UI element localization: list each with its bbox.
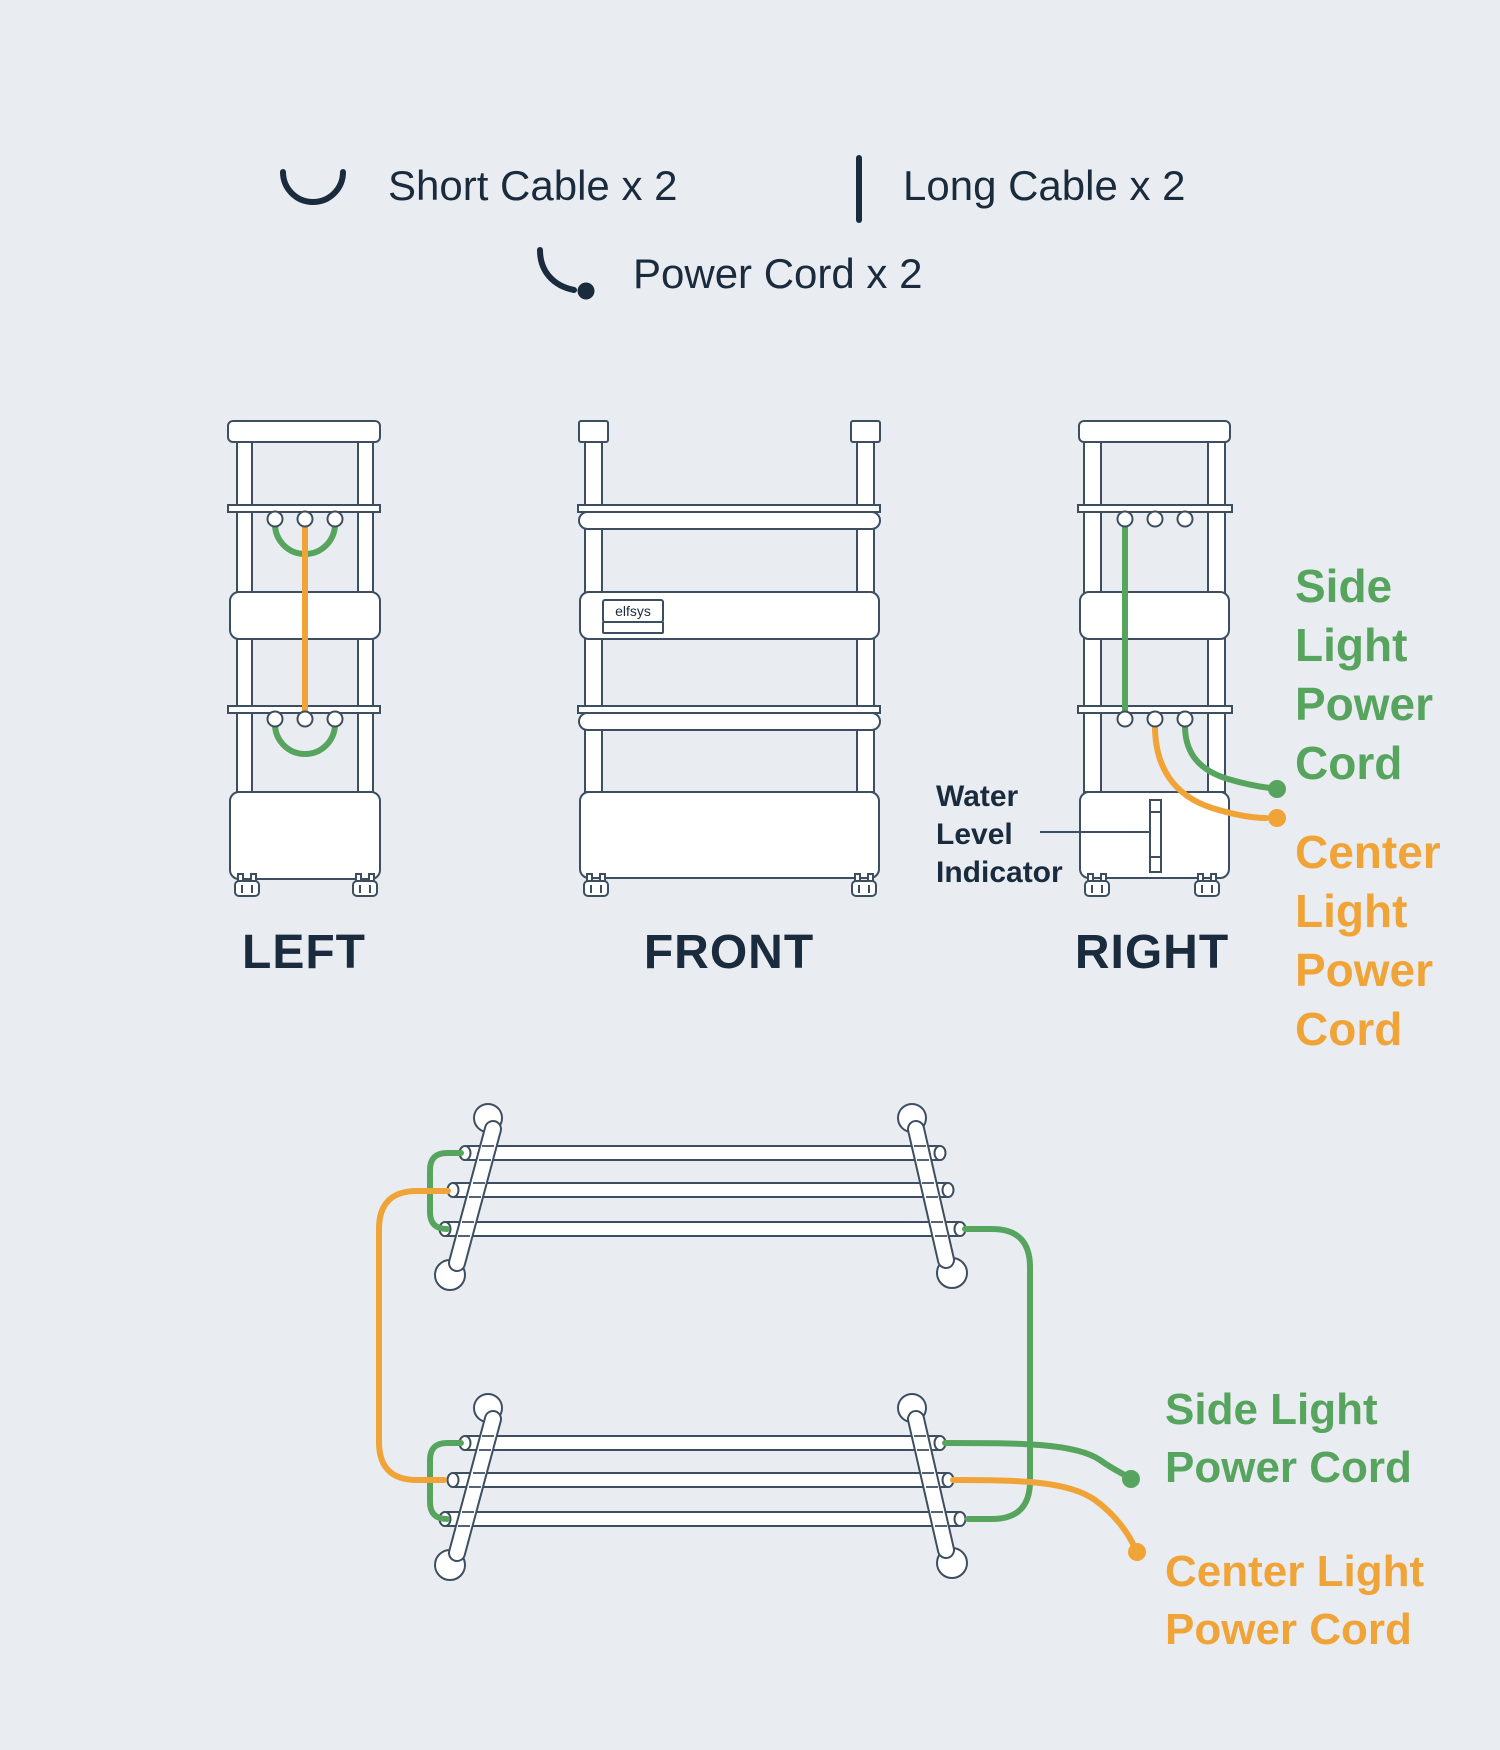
connector-port [1176,510,1194,528]
label-line: Cord [1295,1003,1402,1055]
side-light-tube [459,1435,946,1451]
connector-port [1146,710,1164,728]
side-light-power-cord-cable [1182,723,1273,791]
front-view: elfsys [577,420,881,897]
tube-end-cap [941,1182,955,1198]
front-view-label: FRONT [644,926,814,979]
side-light-power-cord-label-bottom: Side Light Power Cord [1165,1385,1412,1492]
brand-logo-tray [602,621,664,634]
side-light-tube [439,1221,966,1237]
front-view-lower-shelf-rail [577,705,881,714]
side-light-tube [439,1511,966,1527]
label-line: Side Light [1165,1385,1378,1434]
light-bar-wiring-diagram: Side Light Power Cord Center Light Power… [376,1103,1424,1654]
label-line: Light [1295,885,1407,937]
connector-port [1176,710,1194,728]
connector-port [1116,510,1134,528]
brand-logo: elfsys [615,603,651,619]
center-light-tube [447,1472,954,1488]
long-cable-label: Long Cable x 2 [903,162,1186,209]
front-view-right-top-cap [850,420,881,443]
hidden-line-ticks [458,1435,947,1527]
short-cable-green-lower-frame [427,1440,464,1522]
left-view-label: LEFT [242,926,366,979]
short-cable-green-lower [272,721,338,757]
side-light-tube [459,1145,946,1161]
side-light-power-cord-label-right-view: Side Light Power Cord [1295,560,1433,789]
side-light-plug-dot [1122,1470,1140,1488]
connector-port [326,510,344,528]
right-view-label: RIGHT [1075,926,1229,979]
annotation-line: Water [936,780,1019,813]
label-line: Side [1295,560,1392,612]
long-cable-green-right [962,1226,1033,1522]
tube-end-cap [446,1472,460,1488]
connector-port [296,510,314,528]
label-line: Power [1295,678,1433,730]
upper-light-frame [434,1103,968,1291]
tube-end-cap [953,1511,967,1527]
short-cable-label: Short Cable x 2 [388,162,678,209]
label-line: Power Cord [1165,1605,1412,1654]
label-line: Power [1295,944,1433,996]
front-view-upper-shelf-rail [577,504,881,513]
connector-port [266,510,284,528]
front-view-upper-light-bar [578,511,881,530]
center-light-tube [447,1182,954,1198]
front-view-lower-light-bar [578,712,881,731]
connector-port [266,710,284,728]
connector-port [1146,510,1164,528]
short-cable-arc-icon [280,169,346,205]
cable-legend: Short Cable x 2 Long Cable x 2 Power Cor… [280,155,1186,300]
water-level-indicator-marks [1150,811,1161,858]
front-view-water-base [579,791,880,879]
left-view [227,420,381,897]
long-cable-orange-left [376,1188,451,1483]
label-line: Cord [1295,737,1402,789]
left-view-water-base [229,791,381,880]
right-view [1077,420,1286,897]
annotation-line: Level [936,818,1013,851]
center-light-power-cord-label-right-view: Center Light Power Cord [1295,826,1441,1055]
connector-port [326,710,344,728]
right-view-top-cap [1078,420,1231,443]
label-line: Light [1295,619,1407,671]
short-cable-green-upper-frame [427,1150,464,1232]
center-light-plug-dot [1128,1543,1146,1561]
front-view-left-top-cap [578,420,609,443]
center-light-plug-dot [1268,809,1286,827]
side-light-power-cord-cable [942,1440,1129,1479]
left-view-top-cap [227,420,381,443]
power-cord-plug-dot [577,282,595,300]
label-line: Center [1295,826,1441,878]
connector-port [1116,710,1134,728]
lower-light-frame [434,1393,968,1581]
view-labels: LEFT FRONT RIGHT [242,926,1229,979]
water-level-indicator-annotation: Water Level Indicator [936,780,1149,889]
hidden-line-ticks [458,1145,947,1237]
right-view-mid-panel [1079,591,1230,640]
center-light-power-cord-cable [950,1477,1137,1549]
label-line: Power Cord [1165,1443,1412,1492]
power-cord-label: Power Cord x 2 [633,250,922,297]
center-light-power-cord-cable [1152,723,1269,821]
side-light-plug-dot [1268,780,1286,798]
tube-end-cap [933,1145,947,1161]
water-level-indicator-window [1149,799,1162,873]
center-light-power-cord-label-bottom: Center Light Power Cord [1165,1547,1424,1654]
label-line: Center Light [1165,1547,1424,1596]
connector-port [296,710,314,728]
annotation-line: Indicator [936,856,1063,889]
power-cord-curve-icon [537,247,577,293]
